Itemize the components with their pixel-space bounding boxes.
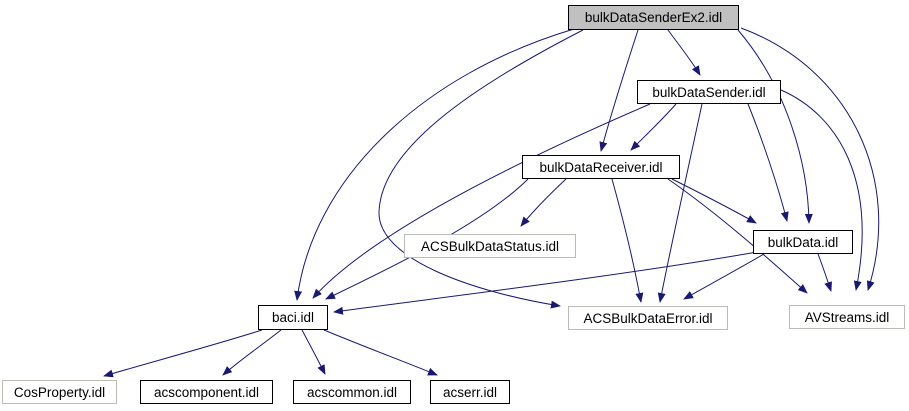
edge-bulkDataReceiver-to-ACSBulkDataStatus (520, 178, 567, 227)
node-bulkData[interactable]: bulkData.idl (753, 230, 853, 254)
node-CosProperty[interactable]: CosProperty.idl (2, 380, 117, 404)
edge-baci-to-acserr (323, 329, 438, 376)
edge-baci-to-acscommon (301, 329, 326, 375)
node-bulkDataSenderEx2[interactable]: bulkDataSenderEx2.idl (568, 5, 739, 30)
node-ACSBulkDataError[interactable]: ACSBulkDataError.idl (568, 306, 728, 330)
edge-baci-to-acscomponent (222, 329, 282, 376)
node-bulkDataSender[interactable]: bulkDataSender.idl (637, 80, 781, 104)
node-bulkDataReceiver[interactable]: bulkDataReceiver.idl (522, 155, 680, 179)
edge-bulkDataSenderEx2-to-ACSBulkDataError (378, 29, 584, 309)
edge-bulkDataSender-to-ACSBulkDataError (657, 103, 703, 303)
edge-bulkData-to-AVStreams (817, 253, 832, 292)
node-acserr[interactable]: acserr.idl (430, 380, 510, 404)
edge-bulkDataReceiver-to-AVStreams (667, 178, 808, 294)
edge-bulkDataSender-to-bulkDataReceiver (630, 103, 677, 151)
edge-bulkDataSender-to-bulkData (747, 103, 789, 222)
edge-baci-to-CosProperty (103, 329, 263, 378)
edge-bulkDataSenderEx2-to-bulkDataReceiver (599, 29, 639, 152)
node-acscommon[interactable]: acscommon.idl (293, 380, 411, 404)
edge-bulkDataReceiver-to-bulkData (671, 178, 757, 224)
edge-bulkDataSender-to-baci (312, 103, 651, 299)
node-ACSBulkDataStatus[interactable]: ACSBulkDataStatus.idl (404, 234, 576, 258)
edge-bulkDataSenderEx2-to-AVStreams (740, 27, 880, 291)
edge-bulkData-to-ACSBulkDataError (683, 253, 765, 300)
edge-bulkDataSenderEx2-to-bulkData (737, 29, 813, 224)
edge-bulkDataReceiver-to-ACSBulkDataError (611, 178, 644, 303)
edge-bulkDataSender-to-AVStreams (780, 89, 863, 291)
edge-bulkDataSenderEx2-to-bulkDataSender (667, 29, 701, 76)
node-baci[interactable]: baci.idl (258, 305, 328, 330)
node-AVStreams[interactable]: AVStreams.idl (789, 305, 905, 329)
edge-bulkData-to-baci (333, 251, 758, 315)
edge-bulkDataSenderEx2-to-baci (294, 28, 575, 301)
node-acscomponent[interactable]: acscomponent.idl (140, 380, 273, 404)
